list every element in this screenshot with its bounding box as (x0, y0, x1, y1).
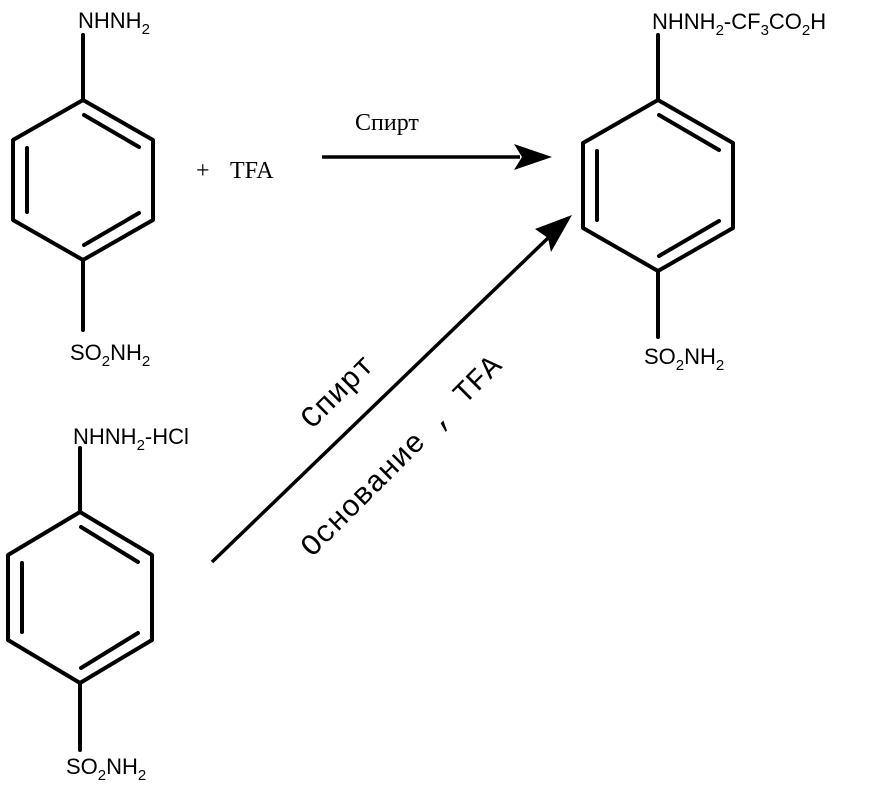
product-ring (583, 100, 733, 271)
reactant-bottom-ring (8, 512, 152, 683)
reactant-top-ring (13, 100, 153, 260)
arrow-diagonal-condition-above: Спирт (295, 349, 383, 437)
product-structure: NHNH2-CF3CO2H SO2NH2 (583, 9, 826, 374)
reactant-top-sulfonamide-label: SO2NH2 (70, 340, 150, 370)
arrow-diagonal (212, 215, 572, 562)
reagent-group: + TFA (196, 158, 274, 184)
reactant-top-structure: NHNH2 SO2NH2 (13, 8, 153, 370)
reactant-bottom-hydrazine-label: NHNH2-HCl (73, 424, 189, 454)
arrow-horizontal (322, 144, 552, 170)
arrow-top-condition: Спирт (355, 110, 419, 136)
reagent-tfa-label: TFA (230, 158, 274, 184)
reactant-bottom-sulfonamide-label: SO2NH2 (66, 754, 146, 784)
plus-sign: + (196, 158, 210, 184)
reactant-top-hydrazine-label: NHNH2 (78, 8, 150, 38)
reactant-bottom-structure: NHNH2-HCl SO2NH2 (8, 424, 189, 784)
product-sulfonamide-label: SO2NH2 (644, 344, 724, 374)
product-hydrazinium-label: NHNH2-CF3CO2H (652, 9, 826, 39)
